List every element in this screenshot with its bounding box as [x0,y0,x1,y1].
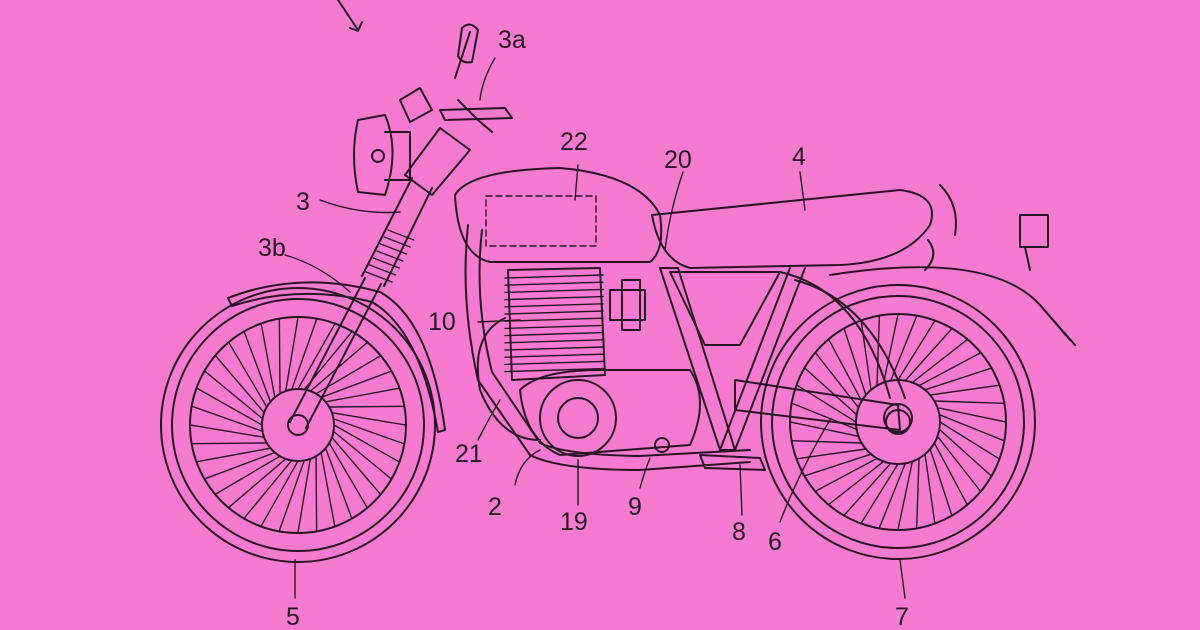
label-seat: 4 [792,143,806,171]
label-engine: 10 [428,308,456,336]
swing-arm [734,379,901,431]
rear-fender [829,214,1076,346]
label-frame: 2 [488,493,502,521]
front-fork [289,127,471,429]
label-fuel-tank-box: 22 [560,128,588,156]
front-wheel [160,287,436,563]
crankcase [519,369,701,457]
label-front-wheel: 5 [286,603,300,630]
label-fork-lower: 3b [258,234,286,262]
exhaust-pipe [476,317,541,441]
label-front-fork: 3 [296,188,310,216]
view-arrow-icon [337,0,363,32]
label-crankcase: 19 [560,508,588,536]
reference-numerals: 3a 3 3b 22 4 20 10 21 2 19 9 8 6 5 7 [258,26,909,630]
label-swing-arm: 6 [768,528,782,556]
label-frame-tube: 20 [664,146,692,174]
leader-lines [284,57,906,599]
front-fender [227,281,446,433]
rear-wheel [760,284,1036,560]
label-footrest: 8 [732,518,746,546]
seat [651,189,933,269]
label-oil-pan: 9 [628,493,642,521]
fuel-tank-component-box [485,195,597,247]
handlebar-assembly [399,23,513,133]
headlight [353,114,411,196]
label-exhaust: 21 [455,440,483,468]
footrest [699,454,766,471]
label-rear-wheel: 7 [895,603,909,630]
fuel-tank [454,167,663,263]
grab-rail [939,184,957,236]
engine [504,267,646,381]
label-steering-arm: 3a [498,26,526,54]
